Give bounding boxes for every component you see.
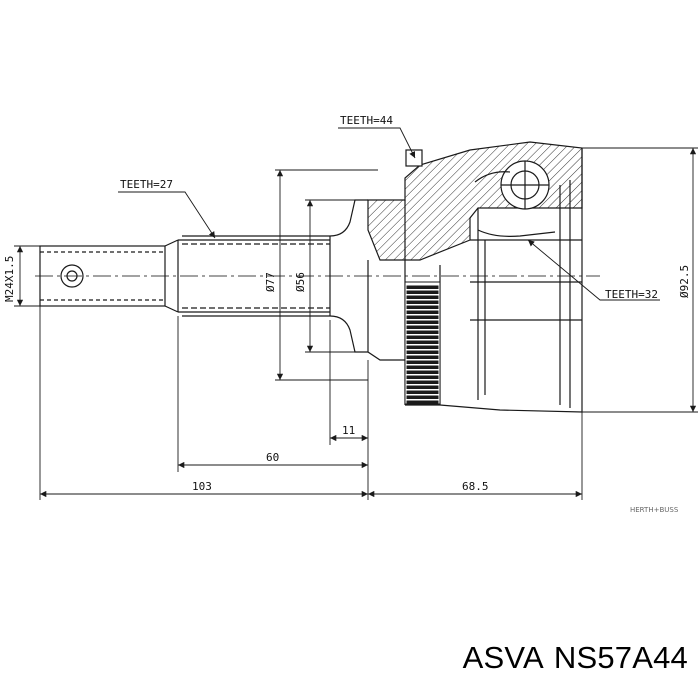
abs-ring-tooth — [406, 305, 439, 309]
label-dia-77: Ø77 — [264, 272, 277, 292]
abs-ring-tooth — [406, 285, 439, 289]
part-number: NS57A44 — [553, 640, 688, 675]
abs-ring-tooth — [406, 330, 439, 334]
abs-ring-tooth — [406, 365, 439, 369]
brand-name: ASVA — [462, 640, 544, 675]
label-thread: M24X1.5 — [3, 256, 16, 302]
abs-ring-tooth — [406, 360, 439, 364]
abs-ring-tooth — [406, 295, 439, 299]
outer-housing — [367, 141, 583, 413]
abs-ring-tooth — [406, 390, 439, 394]
abs-ring-tooth — [406, 355, 439, 359]
label-dia-925: Ø92.5 — [678, 265, 691, 298]
abs-ring-tooth — [406, 380, 439, 384]
product-caption: ASVA NS57A44 — [0, 640, 688, 676]
abs-ring-tooth — [406, 315, 439, 319]
label-dim-103: 103 — [192, 480, 212, 493]
abs-ring-tooth — [406, 290, 439, 294]
abs-ring-tooth — [406, 350, 439, 354]
abs-ring-tooth — [406, 400, 439, 404]
abs-ring-tooth — [406, 335, 439, 339]
herth-buss-watermark: HERTH+BUSS — [630, 506, 679, 514]
abs-tone-ring — [404, 281, 441, 405]
label-teeth-outer: TEETH=44 — [340, 114, 393, 127]
dimension-lines — [14, 147, 698, 500]
leader-lines — [118, 127, 660, 301]
label-teeth-inner: TEETH=32 — [605, 288, 658, 301]
abs-ring-tooth — [406, 385, 439, 389]
label-dia-56: Ø56 — [294, 272, 307, 292]
abs-ring-tooth — [406, 300, 439, 304]
label-dim-11: 11 — [342, 424, 355, 437]
abs-ring-tooth — [406, 320, 439, 324]
abs-ring-tooth — [406, 325, 439, 329]
label-dim-685: 68.5 — [462, 480, 489, 493]
abs-ring-tooth — [406, 340, 439, 344]
abs-ring-tooth — [406, 345, 439, 349]
abs-ring-tooth — [406, 395, 439, 399]
abs-ring-tooth — [406, 310, 439, 314]
abs-ring-tooth — [406, 375, 439, 379]
label-teeth-shaft: TEETH=27 — [120, 178, 173, 191]
threaded-end — [39, 239, 179, 313]
abs-ring-tooth — [406, 370, 439, 374]
label-dim-60: 60 — [266, 451, 279, 464]
splined-shaft — [177, 199, 368, 353]
